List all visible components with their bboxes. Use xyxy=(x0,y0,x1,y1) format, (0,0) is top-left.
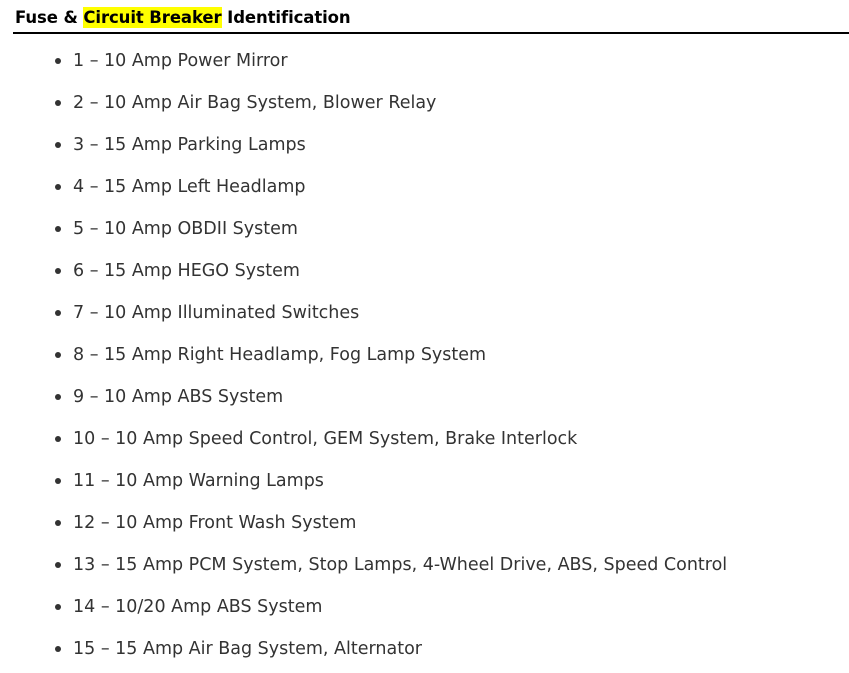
list-item: 9 – 10 Amp ABS System xyxy=(0,376,849,418)
bullet-icon xyxy=(55,268,61,274)
list-item: 1 – 10 Amp Power Mirror xyxy=(0,40,849,82)
list-item: 13 – 15 Amp PCM System, Stop Lamps, 4-Wh… xyxy=(0,544,849,586)
list-item: 6 – 15 Amp HEGO System xyxy=(0,250,849,292)
bullet-icon xyxy=(55,520,61,526)
list-item: 3 – 15 Amp Parking Lamps xyxy=(0,124,849,166)
list-item: 11 – 10 Amp Warning Lamps xyxy=(0,460,849,502)
list-item: 14 – 10/20 Amp ABS System xyxy=(0,586,849,628)
bullet-icon xyxy=(55,310,61,316)
fuse-entry-label: 4 – 15 Amp Left Headlamp xyxy=(73,177,306,197)
page-title-suffix: Identification xyxy=(221,8,351,27)
list-item: 10 – 10 Amp Speed Control, GEM System, B… xyxy=(0,418,849,460)
list-item: 12 – 10 Amp Front Wash System xyxy=(0,502,849,544)
page-title-highlighted-term: Circuit Breaker xyxy=(83,7,222,28)
bullet-icon xyxy=(55,562,61,568)
fuse-list-container: 1 – 10 Amp Power Mirror 2 – 10 Amp Air B… xyxy=(0,40,849,670)
fuse-entry-label: 6 – 15 Amp HEGO System xyxy=(73,261,300,281)
bullet-icon xyxy=(55,646,61,652)
fuse-entry-label: 1 – 10 Amp Power Mirror xyxy=(73,51,288,71)
bullet-icon xyxy=(55,436,61,442)
bullet-icon xyxy=(55,352,61,358)
fuse-entry-label: 15 – 15 Amp Air Bag System, Alternator xyxy=(73,639,422,659)
list-item: 5 – 10 Amp OBDII System xyxy=(0,208,849,250)
fuse-entry-label: 13 – 15 Amp PCM System, Stop Lamps, 4-Wh… xyxy=(73,555,728,575)
list-item: 8 – 15 Amp Right Headlamp, Fog Lamp Syst… xyxy=(0,334,849,376)
list-item: 4 – 15 Amp Left Headlamp xyxy=(0,166,849,208)
fuse-entry-label: 2 – 10 Amp Air Bag System, Blower Relay xyxy=(73,93,437,113)
page-title-block: Fuse & Circuit Breaker Identification xyxy=(0,0,849,28)
list-item: 15 – 15 Amp Air Bag System, Alternator xyxy=(0,628,849,670)
bullet-icon xyxy=(55,184,61,190)
bullet-icon xyxy=(55,142,61,148)
bullet-icon xyxy=(55,478,61,484)
fuse-entry-label: 10 – 10 Amp Speed Control, GEM System, B… xyxy=(73,429,578,449)
fuse-entry-label: 8 – 15 Amp Right Headlamp, Fog Lamp Syst… xyxy=(73,345,487,365)
list-item: 7 – 10 Amp Illuminated Switches xyxy=(0,292,849,334)
fuse-list: 1 – 10 Amp Power Mirror 2 – 10 Amp Air B… xyxy=(0,40,849,670)
fuse-entry-label: 11 – 10 Amp Warning Lamps xyxy=(73,471,324,491)
fuse-entry-label: 7 – 10 Amp Illuminated Switches xyxy=(73,303,360,323)
title-divider xyxy=(13,32,849,34)
bullet-icon xyxy=(55,58,61,64)
bullet-icon xyxy=(55,100,61,106)
fuse-entry-label: 9 – 10 Amp ABS System xyxy=(73,387,284,407)
list-item: 2 – 10 Amp Air Bag System, Blower Relay xyxy=(0,82,849,124)
bullet-icon xyxy=(55,604,61,610)
page-title: Fuse & Circuit Breaker Identification xyxy=(15,7,849,28)
fuse-entry-label: 14 – 10/20 Amp ABS System xyxy=(73,597,323,617)
bullet-icon xyxy=(55,394,61,400)
fuse-entry-label: 5 – 10 Amp OBDII System xyxy=(73,219,298,239)
fuse-entry-label: 3 – 15 Amp Parking Lamps xyxy=(73,135,306,155)
page-title-prefix: Fuse & xyxy=(15,8,84,27)
fuse-entry-label: 12 – 10 Amp Front Wash System xyxy=(73,513,357,533)
bullet-icon xyxy=(55,226,61,232)
